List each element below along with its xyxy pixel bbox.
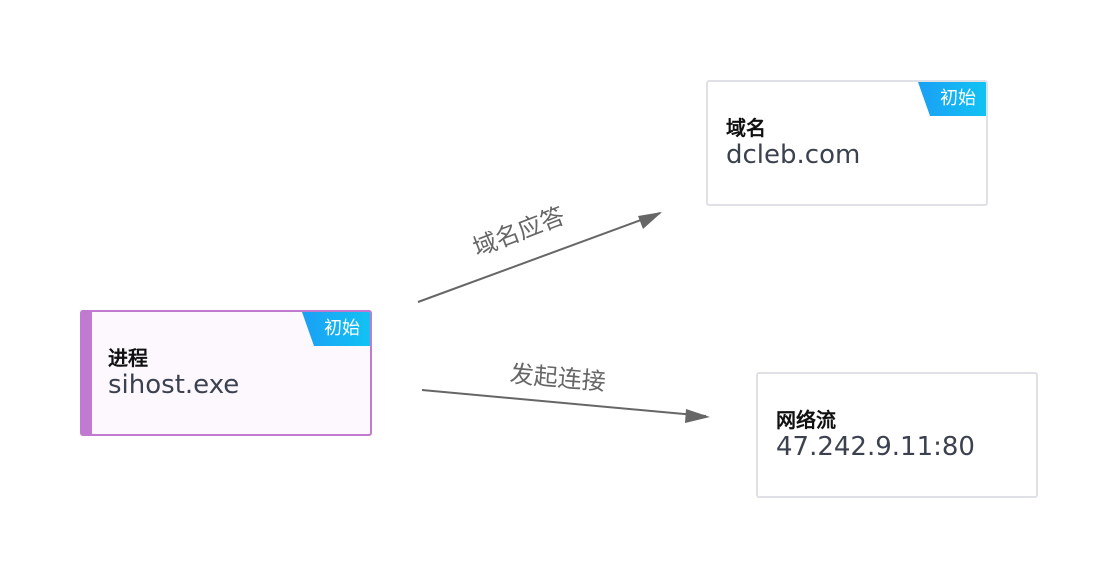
status-badge: 初始 xyxy=(302,312,370,346)
edge-process-to-flow-arrow xyxy=(685,409,710,423)
node-type-label: 网络流 xyxy=(776,408,836,432)
node-value: dcleb.com xyxy=(726,140,861,170)
node-value: 47.242.9.11:80 xyxy=(776,432,975,462)
node-type-label: 进程 xyxy=(108,346,148,370)
node-value: sihost.exe xyxy=(108,370,240,400)
edge-process-to-flow[interactable] xyxy=(421,389,707,417)
node-type-label: 域名 xyxy=(726,116,766,140)
edge-process-to-domain-arrow xyxy=(638,212,662,229)
edge-process-to-domain[interactable] xyxy=(417,212,661,303)
node-domain[interactable]: 初始 域名 dcleb.com xyxy=(706,80,988,206)
node-process[interactable]: 初始 进程 sihost.exe xyxy=(80,310,372,436)
status-badge: 初始 xyxy=(918,82,986,116)
node-network-flow[interactable]: 网络流 47.242.9.11:80 xyxy=(756,372,1038,498)
